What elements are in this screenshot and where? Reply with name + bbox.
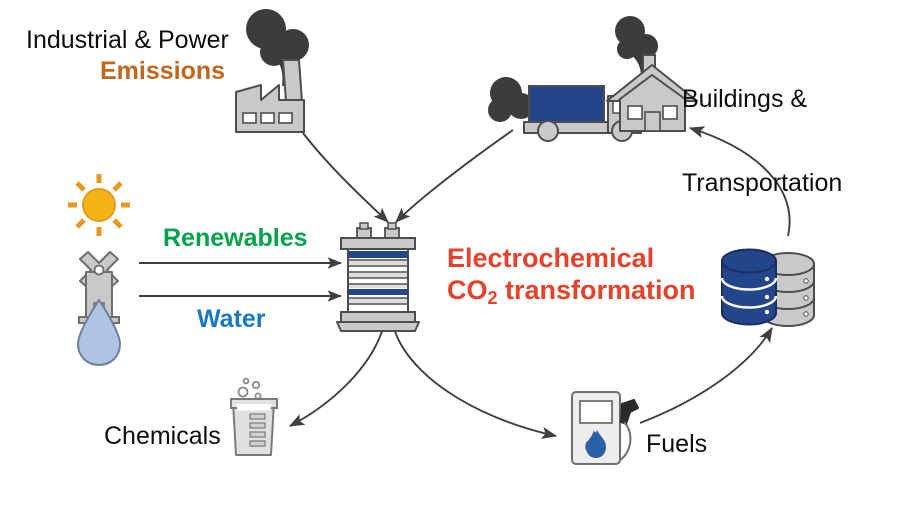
- label-fuels: Fuels: [646, 430, 708, 458]
- beaker-bubbles-icon: [237, 377, 262, 400]
- center-co2-prefix: CO: [447, 275, 488, 305]
- electrolyzer-icon: [336, 222, 420, 332]
- label-center-title-line1: Electrochemical: [447, 243, 655, 273]
- beaker-icon: [230, 377, 278, 456]
- label-buildings-line1: Buildings &: [682, 85, 808, 113]
- arrow-electrolyzer-to-chemicals: [288, 324, 385, 427]
- center-co2-subscript: 2: [487, 288, 498, 308]
- label-buildings-line2: Transportation: [682, 169, 843, 197]
- label-water: Water: [197, 305, 266, 333]
- arrow-factory-to-electrolyzer: [302, 132, 389, 223]
- factory-icon: [235, 9, 309, 133]
- database-stack-icon: [720, 248, 815, 327]
- house-icon: [606, 16, 698, 132]
- label-industrial-power: Industrial & Power: [26, 26, 229, 54]
- fuel-pump-icon: [571, 391, 639, 465]
- arrow-truck-to-electrolyzer: [395, 129, 514, 223]
- label-buildings-transportation: Buildings & Transportation: [682, 29, 842, 253]
- water-drop-icon: [76, 298, 122, 367]
- label-chemicals: Chemicals: [104, 422, 221, 450]
- storage-tank-blue: [720, 248, 778, 326]
- arrow-storage-to-buildings: [688, 126, 791, 237]
- label-emissions: Emissions: [100, 57, 226, 85]
- arrow-electrolyzer-to-fuels: [392, 324, 558, 439]
- sun-icon: [68, 174, 130, 236]
- arrow-fuels-to-storage: [639, 327, 773, 424]
- label-renewables: Renewables: [163, 224, 308, 252]
- center-transformation-text: transformation: [497, 275, 696, 305]
- label-center-title-line2: CO2 transformation: [447, 275, 696, 308]
- truck-smoke-icon: [488, 77, 534, 122]
- flow-arrows: [139, 126, 791, 439]
